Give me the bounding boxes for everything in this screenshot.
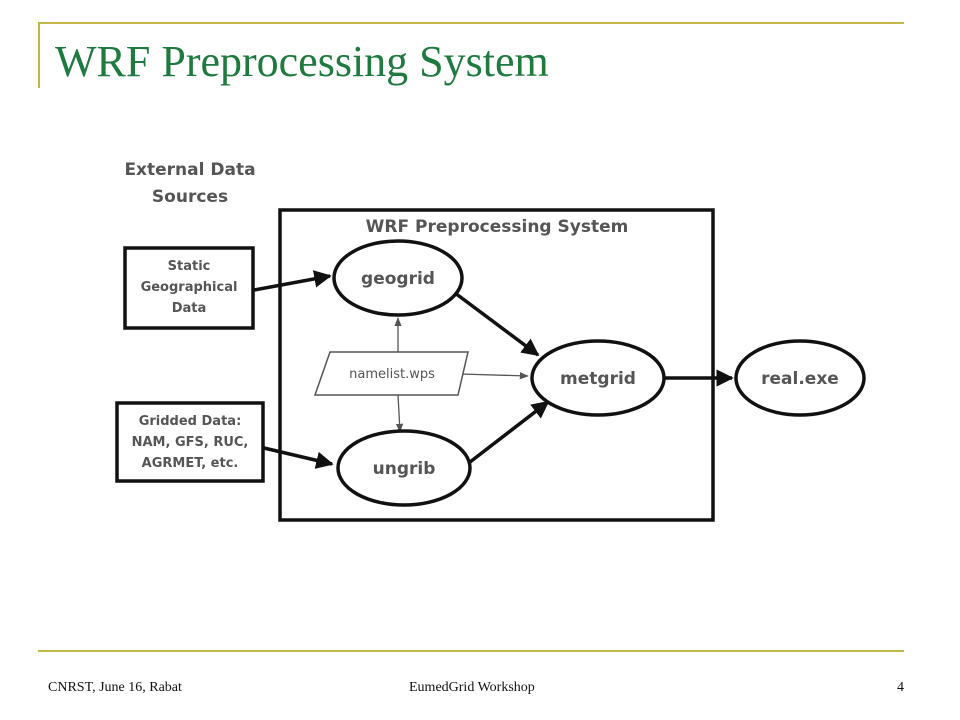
top-accent-line (38, 22, 904, 24)
static-data-box (123, 246, 255, 330)
gridded-to-ungrib-arrow (263, 446, 334, 469)
gridded-data-line2: NAM, GFS, RUC, (132, 435, 249, 450)
left-accent-line (38, 22, 40, 88)
slide-title: WRF Preprocessing System (55, 37, 549, 86)
geogrid-to-metgrid-arrow (453, 291, 540, 357)
bottom-accent-line (38, 650, 904, 652)
gridded-data-line1: Gridded Data: (139, 414, 242, 429)
static-to-geogrid-arrow (253, 270, 332, 292)
namelist-to-metgrid-arrow (459, 372, 529, 380)
metgrid-label: metgrid (560, 369, 636, 389)
namelist-to-ungrib-arrow (395, 394, 404, 433)
footer-venue: CNRST, June 16, Rabat (48, 680, 182, 695)
real-exe-node (734, 339, 866, 417)
static-data-line1: Static (168, 259, 211, 274)
page-number: 4 (897, 680, 904, 695)
external-sources-label-line1: External Data (124, 160, 255, 180)
namelist-node (313, 351, 469, 396)
gridded-data-box (115, 401, 265, 483)
external-sources-label-line2: Sources (152, 187, 228, 207)
wps-system-box (278, 208, 715, 522)
gridded-data-line3: AGRMET, etc. (142, 456, 239, 471)
ungrib-to-metgrid-arrow (468, 400, 550, 464)
geogrid-node (332, 239, 464, 317)
metgrid-node (530, 339, 666, 417)
namelist-label: namelist.wps (349, 367, 435, 382)
static-data-line2: Geographical (141, 280, 238, 295)
geogrid-label: geogrid (361, 269, 435, 289)
footer-event: EumedGrid Workshop (409, 680, 535, 695)
static-data-line3: Data (172, 301, 207, 316)
ungrib-node (336, 429, 472, 507)
real-exe-label: real.exe (761, 369, 839, 389)
wps-system-label: WRF Preprocessing System (366, 217, 629, 237)
ungrib-label: ungrib (373, 459, 436, 479)
